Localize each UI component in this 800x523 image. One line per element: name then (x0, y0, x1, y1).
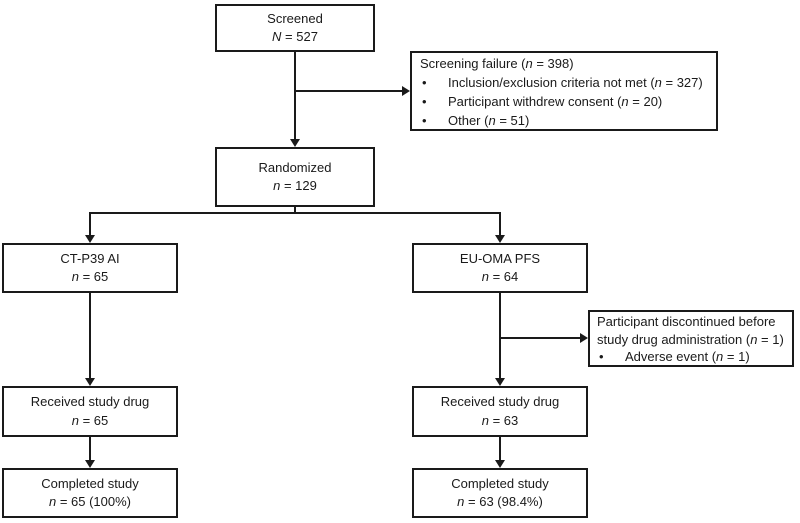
discontinued-bullet-1: • Adverse event (n = 1) (597, 348, 785, 366)
received-eu-oma-box: Received study drug n = 63 (412, 386, 588, 437)
arrowhead-received-ct-icon (85, 378, 95, 386)
arm-ct-p39-label: CT-P39 AI (60, 250, 120, 266)
arm-eu-oma-label: EU-OMA PFS (459, 250, 541, 266)
arm-ct-p39-count: n = 65 (71, 269, 109, 284)
arrowhead-ct-p39-icon (85, 235, 95, 243)
discontinued-title: Participant discontinued before study dr… (597, 314, 784, 347)
completed-eu-oma-count: n = 63 (98.4%) (457, 494, 543, 509)
arrowhead-eu-oma-icon (495, 235, 505, 243)
connector-to-screening-failure (294, 90, 402, 92)
connector-eu-oma-to-received (499, 293, 501, 378)
connector-branch-horizontal (89, 212, 501, 214)
arm-eu-oma-count: n = 64 (481, 269, 519, 284)
connector-received-eu-to-completed (499, 437, 501, 460)
connector-branch-to-eu-oma (499, 212, 501, 235)
bullet-text: Other (n = 51) (448, 113, 530, 128)
received-ct-p39-count: n = 65 (71, 412, 109, 428)
completed-ct-p39-count: n = 65 (100%) (48, 494, 132, 509)
screening-failure-title: Screening failure (n = 398) (420, 56, 574, 71)
discontinued-box: Participant discontinued before study dr… (588, 310, 794, 367)
bullet-text: Adverse event (n = 1) (625, 349, 750, 364)
connector-branch-to-ct-p39 (89, 212, 91, 235)
screened-box: Screened N = 527 (215, 4, 375, 52)
arrowhead-discontinued-icon (580, 333, 588, 343)
arm-eu-oma-box: EU-OMA PFS n = 64 (412, 243, 588, 293)
bullet-icon: • (422, 94, 427, 109)
connector-screened-to-randomized (294, 52, 296, 139)
screened-count: N = 527 (272, 29, 318, 44)
arrowhead-completed-eu-icon (495, 460, 505, 468)
received-eu-oma-count: n = 63 (481, 412, 519, 428)
connector-randomized-stub (294, 207, 296, 213)
screening-failure-box: Screening failure (n = 398) • Inclusion/… (410, 51, 718, 131)
randomized-box: Randomized n = 129 (215, 147, 375, 207)
connector-ct-p39-to-received (89, 293, 91, 378)
arrowhead-completed-ct-icon (85, 460, 95, 468)
screening-failure-bullet-2: • Participant withdrew consent (n = 20) (420, 92, 708, 111)
bullet-icon: • (422, 75, 427, 90)
screening-failure-bullet-1: • Inclusion/exclusion criteria not met (… (420, 73, 708, 92)
randomized-count: n = 129 (273, 178, 317, 193)
connector-to-discontinued (500, 337, 580, 339)
arm-ct-p39-box: CT-P39 AI n = 65 (2, 243, 178, 293)
completed-ct-p39-label: Completed study (41, 475, 139, 491)
received-eu-oma-label: Received study drug (440, 394, 560, 410)
screening-failure-bullet-3: • Other (n = 51) (420, 111, 708, 130)
completed-ct-p39-box: Completed study n = 65 (100%) (2, 468, 178, 518)
arrowhead-randomized-icon (290, 139, 300, 147)
arrowhead-screening-failure-icon (402, 86, 410, 96)
bullet-text: Inclusion/exclusion criteria not met (n … (448, 75, 703, 90)
screened-label: Screened (267, 10, 323, 26)
bullet-text: Participant withdrew consent (n = 20) (448, 94, 663, 109)
bullet-icon: • (599, 349, 604, 364)
arrowhead-received-eu-icon (495, 378, 505, 386)
connector-received-ct-to-completed (89, 437, 91, 460)
completed-eu-oma-label: Completed study (451, 475, 549, 491)
bullet-icon: • (422, 113, 427, 128)
completed-eu-oma-box: Completed study n = 63 (98.4%) (412, 468, 588, 518)
received-ct-p39-label: Received study drug (30, 394, 150, 410)
received-ct-p39-box: Received study drug n = 65 (2, 386, 178, 437)
randomized-label: Randomized (258, 159, 332, 175)
